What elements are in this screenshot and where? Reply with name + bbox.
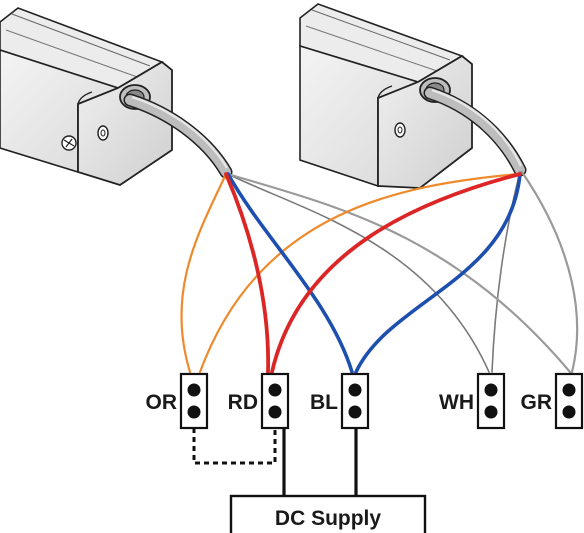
- terminal-bl-label: BL: [310, 391, 338, 414]
- wires: [180, 170, 579, 374]
- wire-orange-left: [180, 172, 228, 374]
- wire-blue-right: [354, 172, 522, 374]
- terminal-wh: WH: [439, 372, 506, 430]
- terminal-gr-label: GR: [521, 391, 553, 414]
- wire-blue-left: [226, 172, 354, 374]
- terminal-bl: BL: [310, 372, 370, 430]
- terminal-or: OR: [146, 372, 209, 430]
- terminal-gr: GR: [521, 372, 584, 430]
- wire-gray-left: [226, 172, 572, 374]
- wire-orange-right: [198, 172, 520, 374]
- terminal-wh-label: WH: [439, 391, 474, 414]
- dc-supply-label: DC Supply: [275, 507, 381, 530]
- terminal-rd-label: RD: [228, 391, 258, 414]
- wire-gray-right: [520, 170, 579, 374]
- wire-red-right: [270, 172, 522, 374]
- wire-white-right: [491, 171, 521, 373]
- jumper-or-rd: [192, 428, 277, 465]
- right-actuator: [299, 3, 527, 189]
- terminal-rd: RD: [228, 372, 290, 430]
- left-actuator: [0, 7, 233, 186]
- terminal-or-label: OR: [146, 391, 178, 414]
- wire-red-left: [224, 172, 271, 374]
- wire-white-left: [227, 173, 490, 373]
- dc-supply-box: DC Supply: [229, 494, 427, 533]
